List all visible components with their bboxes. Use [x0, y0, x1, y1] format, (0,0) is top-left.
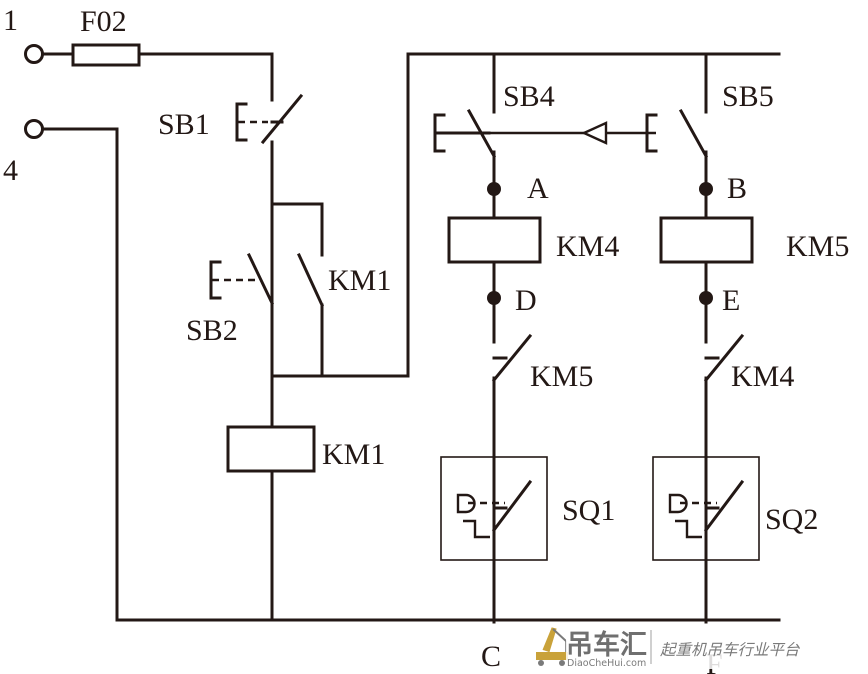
watermark-domain: DiaoCheHui.com: [567, 658, 646, 669]
watermark: 吊车汇 DiaoCheHui.com 起重机吊车行业平台: [528, 625, 802, 671]
wires: [41, 52, 781, 624]
km1-hold-label: KM1: [328, 264, 391, 297]
fuse-label: F02: [80, 5, 127, 38]
sq1-label: SQ1: [562, 494, 615, 527]
sq2-label: SQ2: [765, 503, 818, 536]
node-a: A: [487, 172, 549, 205]
terminal-4: 4: [3, 119, 44, 187]
terminal-1: 1: [3, 4, 44, 64]
interlock-km5-label: KM5: [530, 360, 593, 393]
km1-coil: KM1: [226, 425, 385, 473]
node-e-label: E: [722, 284, 740, 317]
sb2-label: SB2: [186, 314, 238, 347]
terminal-4-label: 4: [3, 154, 18, 187]
limit-switch-sq2: SQ2: [652, 456, 818, 561]
limit-switch-sq1: SQ1: [440, 456, 615, 561]
node-a-label: A: [527, 172, 549, 205]
node-e: E: [699, 284, 740, 317]
km4-coil-label: KM4: [556, 230, 619, 263]
node-d: D: [487, 284, 537, 317]
km5-coil-label: KM5: [786, 230, 849, 263]
sb4-label: SB4: [503, 80, 555, 113]
fuse-f02: F02: [71, 5, 141, 67]
km4-coil: KM4: [447, 216, 619, 264]
forward-button-sb4: SB4: [433, 80, 555, 159]
terminal-1-label: 1: [3, 4, 18, 37]
node-c-label: C: [481, 640, 501, 673]
start-button-sb2: SB2: [186, 252, 275, 347]
interlock-km5-contact: KM5: [491, 333, 593, 393]
km5-coil: KM5: [659, 216, 849, 264]
mechanical-link: [489, 121, 656, 145]
sb5-label: SB5: [722, 80, 774, 113]
watermark-tagline: 起重机吊车行业平台: [660, 641, 801, 659]
node-d-label: D: [515, 284, 537, 317]
km1-hold-contact: KM1: [297, 253, 391, 307]
km1-coil-label: KM1: [322, 438, 385, 471]
interlock-km4-label: KM4: [731, 360, 794, 393]
node-b-label: B: [727, 172, 747, 205]
reverse-button-sb5: SB5: [645, 80, 774, 159]
node-b: B: [699, 172, 747, 205]
stop-button-sb1: SB1: [158, 93, 304, 145]
sb1-label: SB1: [158, 108, 210, 141]
interlock-km4-contact: KM4: [703, 333, 794, 393]
watermark-name: 吊车汇: [566, 629, 647, 661]
